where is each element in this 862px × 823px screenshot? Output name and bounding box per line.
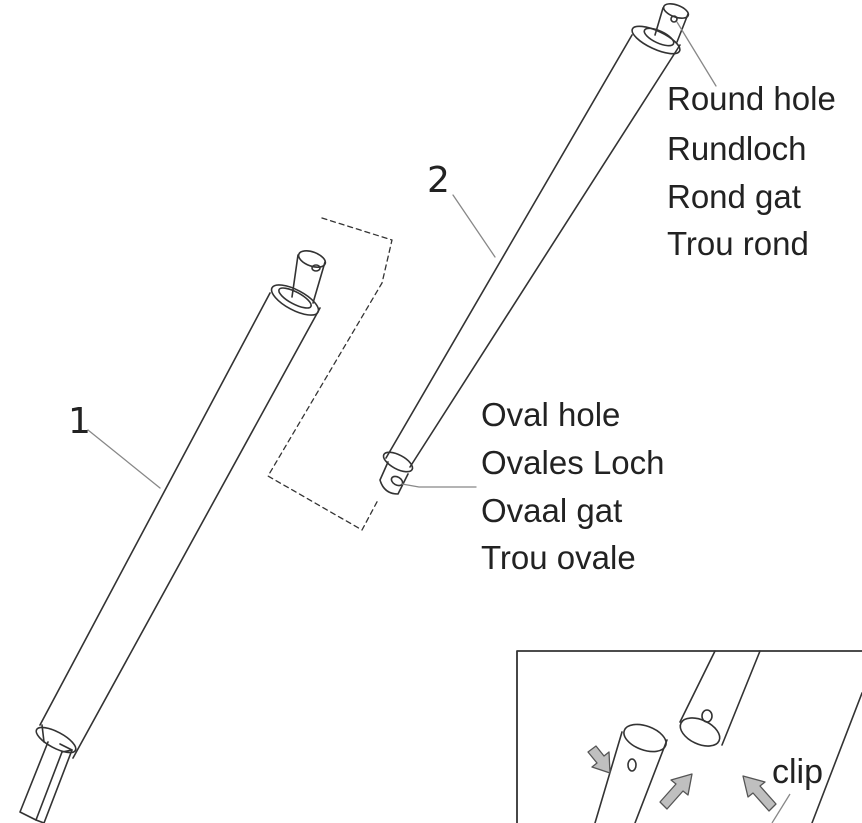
round-hole-label-fr: Trou rond — [667, 225, 809, 262]
oval-hole-label-fr: Trou ovale — [481, 539, 636, 576]
arrow-down-right-icon — [587, 745, 611, 774]
clip-leader — [771, 793, 791, 823]
arrow-up-right-icon — [659, 773, 693, 810]
part-number-2: 2 — [427, 160, 450, 201]
tube-part-1 — [19, 250, 327, 823]
detail-inset — [516, 650, 862, 823]
round-hole-label-nl: Rond gat — [667, 178, 801, 215]
arrow-up-left-icon — [742, 775, 777, 812]
oval-hole-label-en: Oval hole — [481, 396, 621, 433]
connection-guide — [267, 217, 393, 531]
oval-hole-label-de: Ovales Loch — [481, 444, 665, 481]
clip-label: clip — [772, 753, 824, 791]
leader-lines — [87, 21, 717, 489]
part-number-1: 1 — [68, 401, 91, 442]
round-hole-label-en: Round hole — [667, 80, 836, 117]
detail-arrows — [587, 745, 777, 812]
oval-hole-label-nl: Ovaal gat — [481, 492, 623, 529]
round-hole-label-de: Rundloch — [667, 130, 807, 167]
tube-part-2 — [379, 3, 690, 495]
